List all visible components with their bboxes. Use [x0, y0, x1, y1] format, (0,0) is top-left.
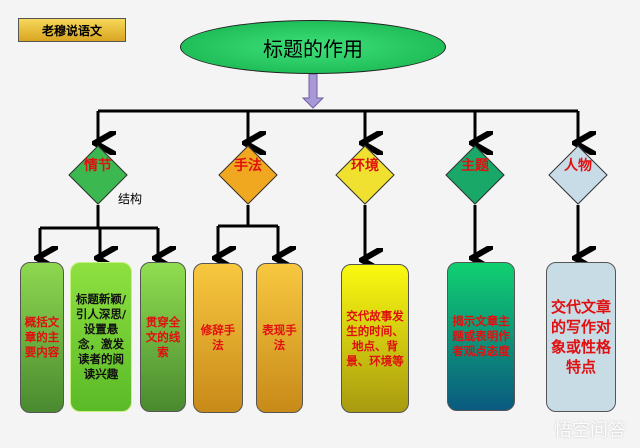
box-novel: 标题新颖/引人深思/设置悬念，激发读者的阅读兴趣: [70, 262, 132, 412]
main-title: 标题的作用: [180, 20, 446, 74]
structure-label: 结构: [118, 192, 143, 206]
down-arrow-icon: [301, 73, 325, 109]
box-rhetoric: 修辞手法: [193, 263, 243, 413]
diamond-label-environment: 环境: [351, 158, 379, 174]
diamond-label-technique: 手法: [234, 158, 262, 174]
diamond-label-plot: 情节: [84, 158, 112, 174]
diamond-label-theme: 主题: [461, 158, 489, 174]
box-expression: 表现手法: [256, 263, 303, 413]
box-character: 交代文章的写作对象或性格特点: [546, 262, 616, 412]
box-setting: 交代故事发生的时间、地点、背景、环境等: [341, 264, 409, 413]
diamond-label-character: 人物: [564, 158, 592, 174]
box-clue: 贯穿全文的线索: [140, 262, 186, 412]
watermark: 悟空问答: [554, 420, 626, 441]
box-summary: 概括文章的主要内容: [20, 262, 64, 413]
source-tag: 老穆说语文: [18, 18, 126, 42]
box-theme: 揭示文章主题或表明作者观点态度: [447, 262, 515, 411]
